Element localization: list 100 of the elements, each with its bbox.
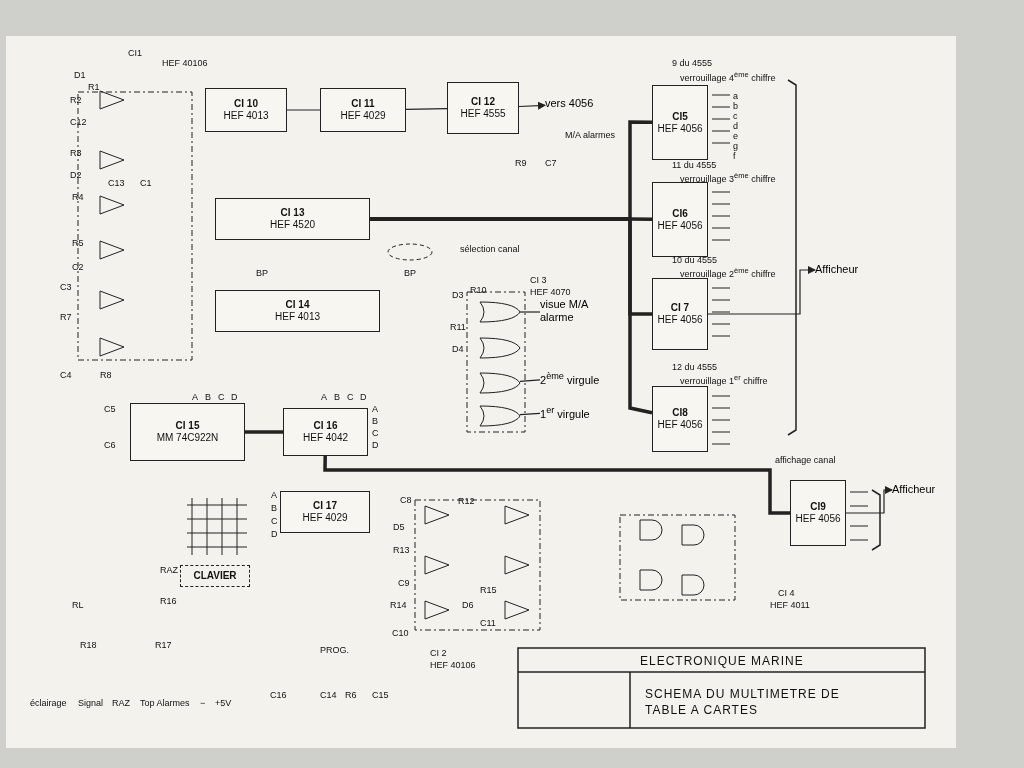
- signal-label: 2$^{ème}$ virgule: [540, 370, 612, 384]
- ic-type: MM 74C922N: [156, 432, 219, 444]
- component-label: +5V: [215, 698, 232, 708]
- pin-note: A: [271, 490, 277, 500]
- component-label: C13: [108, 178, 125, 188]
- ic-name: CI 10: [234, 98, 258, 110]
- component-label: −: [200, 698, 206, 708]
- component-label: b: [733, 101, 738, 111]
- component-label: HEF 40106: [162, 58, 208, 68]
- bus-line: [323, 455, 790, 515]
- ic-name: CLAVIER: [193, 570, 237, 582]
- component-label: R7: [60, 312, 72, 322]
- component-label: R13: [393, 545, 410, 555]
- component-label: C5: [104, 404, 116, 414]
- component-label: RL: [72, 600, 84, 610]
- ic-type: HEF 4555: [460, 108, 506, 120]
- component-label: C2: [72, 262, 84, 272]
- component-label: c: [733, 111, 738, 121]
- ic-box: [790, 480, 846, 546]
- component-label: D5: [393, 522, 405, 532]
- ic-type: HEF 4056: [657, 219, 703, 232]
- component-label: R3: [70, 148, 82, 158]
- pin-note: 10 du 4555: [672, 255, 718, 265]
- component-label: C3: [60, 282, 72, 292]
- pin-note: C: [347, 392, 354, 402]
- component-label: d: [733, 121, 738, 131]
- component-label: D4: [452, 344, 464, 354]
- component-label: CI1: [128, 48, 142, 58]
- ic-name: CI9: [810, 501, 826, 513]
- ic-name: CI 13: [280, 207, 305, 219]
- xor-gate-symbol: [479, 337, 521, 359]
- component-label: g: [733, 141, 738, 151]
- pin-note: C: [218, 392, 225, 402]
- component-label: CI 3: [530, 275, 547, 285]
- xor-gate-symbol: [479, 372, 521, 394]
- signal-label: vers 4056: [545, 97, 615, 111]
- ic-name: CI 7: [670, 302, 690, 314]
- component-label: D1: [74, 70, 86, 80]
- pin-note: verrouillage 4$^{ème}$ chiffre: [680, 70, 776, 83]
- pin-note: 9 du 4555: [672, 58, 713, 68]
- component-label: R10: [470, 285, 487, 295]
- component-label: PROG.: [320, 645, 349, 655]
- ic-name: CI5: [672, 110, 688, 123]
- component-label: C1: [140, 178, 152, 188]
- ic-name: CI 16: [313, 420, 338, 432]
- component-label: sélection canal: [460, 244, 520, 254]
- pin-note: A: [321, 392, 327, 402]
- component-label: C12: [70, 117, 87, 127]
- ic-box: [215, 198, 370, 240]
- ic-box: [447, 82, 519, 134]
- component-label: BP: [256, 268, 268, 278]
- arrow: [707, 266, 816, 315]
- ic-name: CI6: [672, 207, 688, 220]
- pin-note: C: [372, 428, 379, 438]
- ic-name: CI8: [672, 407, 688, 419]
- ic-name: CI 14: [285, 299, 310, 311]
- ic-type: HEF 4013: [275, 311, 320, 323]
- ic-name: CI 12: [471, 96, 495, 108]
- component-label: R11: [450, 322, 466, 332]
- ic-type: HEF 4056: [795, 513, 841, 525]
- pin-note: verrouillage 3$^{ème}$ chiffre: [680, 171, 776, 184]
- component-label: BP: [404, 268, 416, 278]
- component-label: HEF 40106: [430, 660, 476, 670]
- ic-type: HEF 4029: [340, 110, 386, 122]
- component-label: R5: [72, 238, 84, 248]
- component-label: R4: [72, 192, 84, 202]
- pin-note: B: [271, 503, 277, 513]
- ic-name: CI 15: [175, 420, 200, 432]
- xor-gate-symbol: [479, 405, 521, 427]
- signal-label: Afficheur: [815, 263, 885, 277]
- wire: [519, 311, 541, 313]
- ic-type: HEF 4056: [657, 419, 703, 431]
- ic-type: HEF 4056: [657, 314, 703, 326]
- pin-note: 12 du 4555: [672, 362, 718, 372]
- pin-note: D: [372, 440, 379, 450]
- ic-box: [320, 88, 406, 132]
- pin-note: D: [231, 392, 238, 402]
- component-label: R1: [88, 82, 100, 92]
- pin-note: A: [192, 392, 198, 402]
- component-label: a: [733, 91, 738, 101]
- ic-name: CI 11: [351, 98, 375, 110]
- wire: [519, 379, 541, 382]
- keypad-box: [180, 565, 250, 587]
- component-label: M/A alarmes: [565, 130, 615, 140]
- component-label: R9: [515, 158, 527, 168]
- component-label: R15: [480, 585, 497, 595]
- title-block-text: ELECTRONIQUE MARINE: [640, 656, 804, 666]
- ic-box: [283, 408, 368, 456]
- component-label: C7: [545, 158, 557, 168]
- component-label: Signal: [78, 698, 104, 708]
- signal-label: visue M/A alarme: [540, 298, 602, 326]
- component-label: e: [733, 131, 738, 141]
- component-label: R17: [155, 640, 172, 650]
- arrow: [845, 486, 893, 514]
- component-label: C15: [372, 690, 389, 700]
- wire: [519, 412, 541, 416]
- pin-note: affichage canal: [775, 455, 836, 465]
- component-label: C10: [392, 628, 409, 638]
- ic-box: [652, 278, 708, 350]
- component-label: D2: [70, 170, 82, 180]
